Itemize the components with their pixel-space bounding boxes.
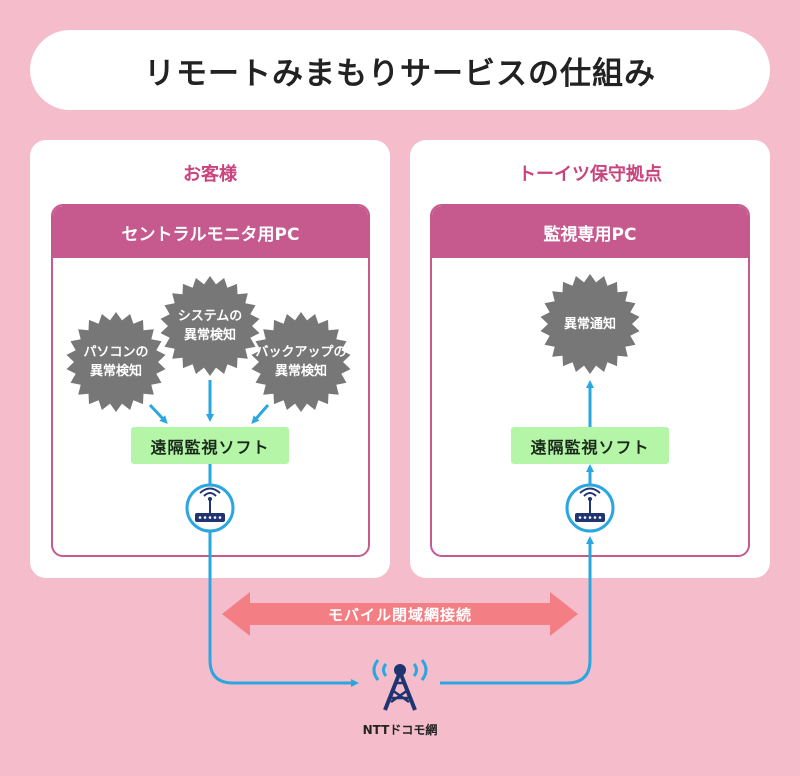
system-alert-label: システムの 異常検知 — [177, 309, 243, 343]
notify-alert-label: 異常通知 — [563, 316, 616, 332]
right-remote-monitoring-software: 遠隔監視ソフト — [511, 427, 669, 464]
maintenance-heading: トーイツ保守拠点 — [518, 164, 662, 185]
arrow-backup-to-software — [251, 404, 270, 425]
pc-alert-label: パソコンの 異常検知 — [83, 345, 149, 379]
right-router-icon — [565, 483, 615, 533]
monitoring-pc-title: 監視専用PC — [432, 206, 748, 258]
docomo-network-label: NTTドコモ網 — [362, 723, 438, 737]
customer-heading: お客様 — [183, 164, 237, 185]
notify-alert-burst — [540, 274, 640, 374]
closed-network-arrow — [222, 592, 578, 636]
cell-tower-icon — [372, 659, 428, 711]
system-alert-burst — [160, 276, 260, 376]
backup-alert-label: バックアップの 異常検知 — [255, 345, 347, 379]
closed-network-label: モバイル閉域網接続 — [327, 606, 472, 624]
left-network-cable — [208, 532, 359, 687]
central-monitor-pc-title: セントラルモニタ用PC — [53, 206, 368, 258]
pc-alert-burst — [66, 312, 166, 412]
page-title: リモートみまもりサービスの仕組み — [30, 30, 770, 110]
arrow-pc-to-software — [148, 403, 168, 424]
backup-alert-burst — [251, 312, 351, 412]
left-remote-monitoring-software: 遠隔監視ソフト — [131, 427, 289, 464]
left-router-icon — [185, 483, 235, 533]
right-network-cable — [440, 536, 594, 685]
